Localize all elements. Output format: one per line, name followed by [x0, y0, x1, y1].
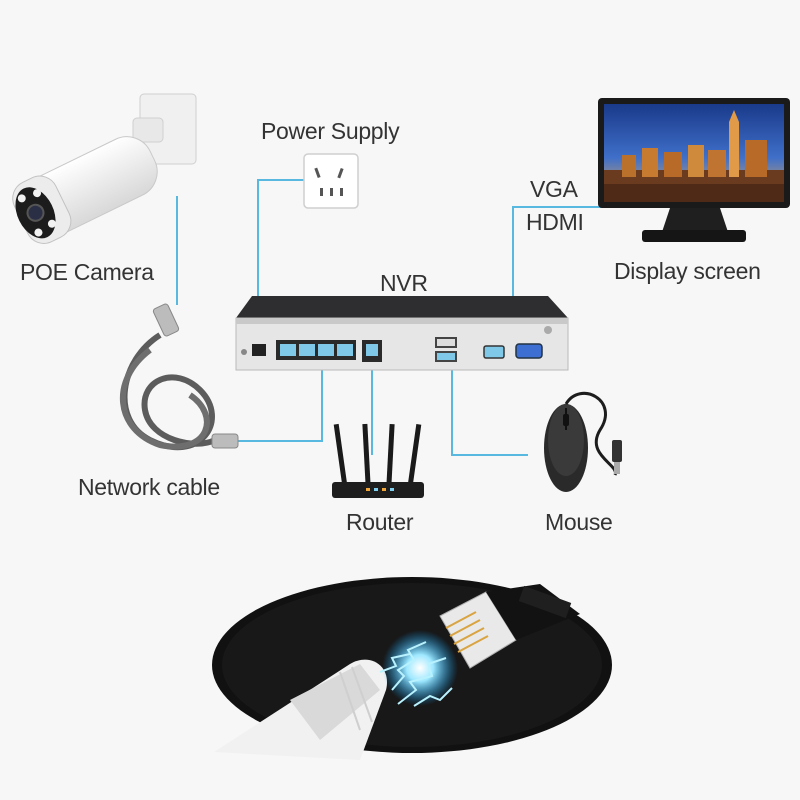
network-cable-icon: [123, 303, 238, 448]
label-router: Router: [346, 509, 413, 536]
label-vga: VGA: [530, 176, 578, 203]
nvr-device-icon: [236, 296, 568, 370]
label-network-cable: Network cable: [78, 474, 220, 501]
label-mouse: Mouse: [545, 509, 613, 536]
label-display-screen: Display screen: [614, 258, 761, 285]
label-nvr: NVR: [380, 270, 428, 297]
label-poe-camera: POE Camera: [20, 259, 154, 286]
power-outlet-icon: [304, 154, 358, 208]
router-icon: [332, 424, 424, 498]
monitor-icon: [598, 98, 790, 242]
rj45-plug-icon: [212, 577, 612, 760]
label-hdmi: HDMI: [526, 209, 584, 236]
poe-camera-icon: [5, 94, 196, 250]
label-power-supply: Power Supply: [261, 118, 399, 145]
mouse-icon: [544, 393, 622, 492]
